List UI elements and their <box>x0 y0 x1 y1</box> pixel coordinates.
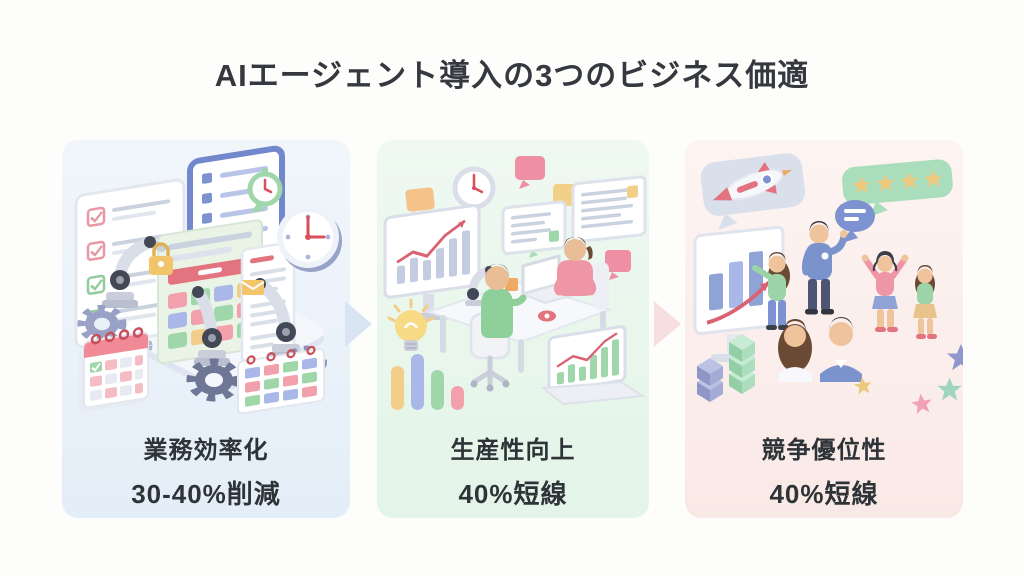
chart-monitor-icon <box>383 204 481 320</box>
wall-clock-icon <box>452 166 496 210</box>
worker-woman <box>553 237 609 310</box>
stacked-cubes-icon <box>697 334 755 402</box>
card-productivity: 生産性向上 40%短線 <box>377 140 649 518</box>
worker-man <box>469 264 527 392</box>
standing-woman <box>913 265 937 339</box>
presenter-woman <box>752 252 790 330</box>
automation-illustration <box>74 145 342 415</box>
card-advantage-label: 競争優位性 <box>761 437 887 464</box>
calendar-icon <box>79 327 149 413</box>
card-advantage-value: 40%短線 <box>769 479 879 509</box>
rocket-badge-icon <box>700 153 806 231</box>
sticky-note-icon <box>515 156 545 189</box>
stopwatch-icon <box>247 168 283 213</box>
standing-man <box>801 221 848 315</box>
card-productivity-value: 40%短線 <box>458 479 568 509</box>
card-productivity-label: 生産性向上 <box>450 437 576 464</box>
productivity-illustration <box>383 156 647 410</box>
gear-icon <box>186 358 242 402</box>
clock-icon <box>277 206 342 272</box>
arrow-right-icon <box>345 301 372 347</box>
arrow-right-icon <box>654 301 681 347</box>
robot-arm-icon <box>192 286 230 366</box>
chart-laptop-icon <box>540 325 646 406</box>
cheering-woman <box>861 250 909 332</box>
team-busts <box>778 317 862 382</box>
bar-chart-icon <box>391 354 464 410</box>
card-efficiency: 業務効率化 30-40%削減 <box>62 140 350 518</box>
rising-stars-icon <box>852 343 963 415</box>
card-advantage: 競争優位性 40%短線 <box>685 140 963 518</box>
card-efficiency-label: 業務効率化 <box>143 437 269 464</box>
document-screen-icon <box>501 200 567 256</box>
document-page-icon <box>240 241 296 363</box>
color-grid-sheet-icon <box>237 345 325 415</box>
tape-hole <box>544 313 550 319</box>
page-title: AIエージェント導入の3つのビジネス価適 <box>214 58 810 93</box>
gear-icon <box>77 304 127 344</box>
padlock-icon <box>149 242 173 275</box>
star-rating-banner-icon <box>842 159 953 217</box>
document-screen-icon <box>571 175 647 244</box>
card-efficiency-value: 30-40%削減 <box>131 479 281 509</box>
sticky-note-icon <box>605 250 631 280</box>
desk-robot-arm-icon <box>465 266 493 306</box>
speech-bubble-icon <box>835 200 875 243</box>
competitive-illustration <box>693 153 963 415</box>
lightbulb-icon <box>387 298 435 351</box>
